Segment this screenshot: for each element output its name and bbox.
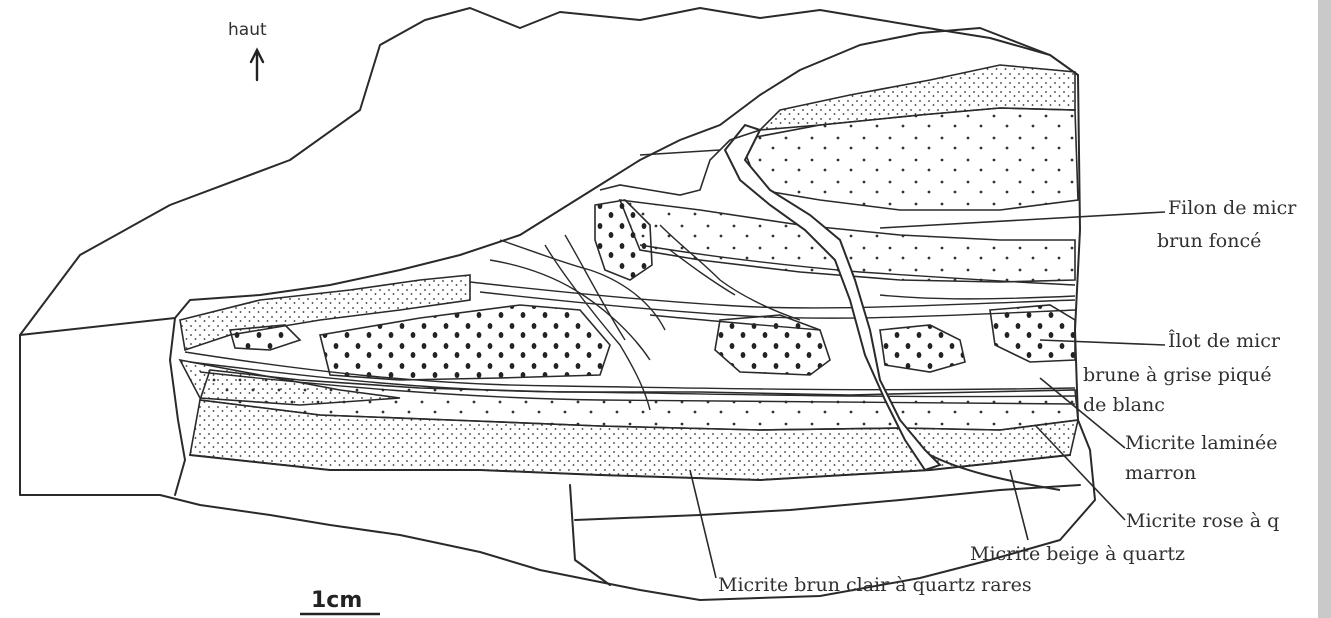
scale-bar-label: 1cm (311, 590, 362, 612)
label-ilot-line2: brune à grise piqué (1083, 366, 1272, 385)
orientation-label: haut (228, 22, 267, 39)
label-beige: Micrite beige à quartz (970, 545, 1185, 564)
label-laminee-line2: marron (1125, 464, 1196, 483)
label-filon-line2: brun foncé (1157, 232, 1261, 251)
page-margin-strip (1318, 0, 1331, 618)
ilot-right-2 (880, 325, 965, 372)
label-laminee-line1: Micrite laminée (1125, 434, 1277, 453)
label-ilot-line1: Îlot de micr (1168, 332, 1280, 351)
up-arrow-icon (251, 50, 263, 80)
label-ilot-line3: de blanc (1083, 396, 1165, 415)
label-brun-clair: Micrite brun clair à quartz rares (718, 576, 1032, 595)
label-filon-line1: Filon de micr (1168, 199, 1296, 218)
label-rose: Micrite rose à q (1126, 512, 1279, 531)
ilot-small (230, 325, 300, 350)
ilot-left (320, 305, 610, 380)
ilot-right-1 (715, 315, 830, 375)
